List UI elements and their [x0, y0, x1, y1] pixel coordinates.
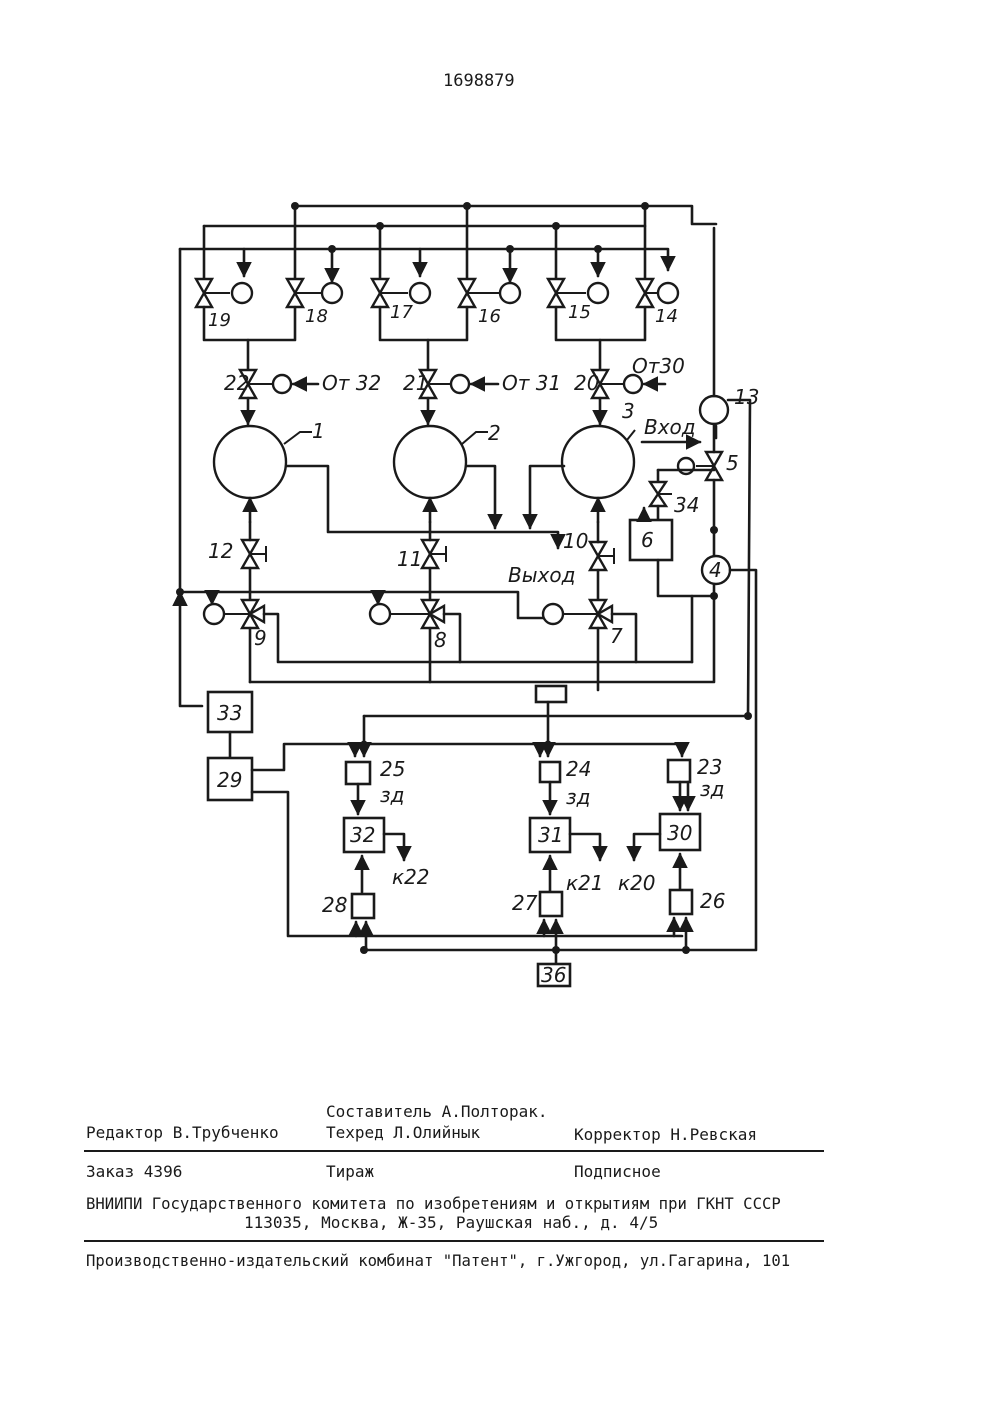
- label-11: 11: [397, 547, 422, 571]
- valve-7: [543, 600, 612, 628]
- unit-23: [668, 760, 690, 782]
- control-section: 33 29 25 24 23 зд зд зд: [180, 592, 752, 987]
- label-25: 25: [380, 757, 405, 781]
- three-way-valves: 9 8 7: [176, 584, 714, 690]
- label-17: 17: [390, 302, 413, 323]
- label-34: 34: [674, 493, 699, 517]
- vessels: 1 2 3: [214, 399, 635, 498]
- corrector: Корректор Н.Ревская: [574, 1126, 757, 1144]
- to-20: к20: [618, 871, 656, 895]
- address: 113035, Москва, Ж-35, Раушская наб., д. …: [244, 1214, 658, 1232]
- label-5: 5: [726, 451, 739, 475]
- set-23: зд: [700, 777, 724, 801]
- label-4: 4: [709, 558, 722, 582]
- valve-5: [678, 452, 722, 480]
- valve-9: [204, 600, 264, 628]
- unit-26: [670, 890, 692, 914]
- label-31: 31: [538, 823, 563, 847]
- valve-16: [459, 279, 520, 307]
- compiler: Составитель А.Полторак.: [326, 1103, 548, 1121]
- label-24: 24: [566, 757, 591, 781]
- valve-12: [242, 540, 266, 568]
- institute: ВНИИПИ Государственного комитета по изоб…: [86, 1195, 781, 1213]
- subscription: Подписное: [574, 1163, 661, 1181]
- label-14: 14: [655, 306, 678, 327]
- unit-27: [540, 892, 562, 916]
- from-32: От 32: [322, 371, 381, 395]
- unit-28: [352, 894, 374, 918]
- label-26: 26: [700, 889, 725, 913]
- label-33: 33: [217, 701, 242, 725]
- unit-25: [346, 762, 370, 784]
- label-6: 6: [641, 528, 654, 552]
- unit-24: [540, 762, 560, 782]
- rule-1: [84, 1150, 824, 1152]
- label-18: 18: [305, 306, 328, 327]
- label-23: 23: [697, 755, 722, 779]
- techred: Техред Л.Олийнык: [326, 1124, 480, 1142]
- label-16: 16: [478, 306, 501, 327]
- label-27: 27: [512, 891, 538, 915]
- process-schematic: 19 18 17 16 15 14 22 От 32 21 От 31 20 О…: [0, 0, 1000, 1060]
- valve-18: [287, 279, 342, 307]
- output-label: Выход: [508, 563, 575, 587]
- input-label: Вход: [644, 415, 696, 439]
- set-25: зд: [380, 783, 404, 807]
- unit-13: [700, 396, 728, 424]
- valve-10: [590, 542, 614, 570]
- label-12: 12: [208, 539, 233, 563]
- label-vessel-3: 3: [622, 399, 635, 423]
- label-vessel-1: 1: [312, 419, 325, 443]
- rule-2: [84, 1240, 824, 1242]
- label-29: 29: [217, 768, 242, 792]
- from-30: От30: [632, 354, 685, 378]
- order: Заказ 4396: [86, 1163, 182, 1181]
- label-9: 9: [254, 626, 267, 650]
- to-22: к22: [392, 865, 430, 889]
- editor: Редактор В.Трубченко: [86, 1124, 279, 1142]
- publisher: Производственно-издательский комбинат "П…: [86, 1252, 790, 1270]
- valve-19: [196, 279, 252, 307]
- circulation: Тираж: [326, 1163, 374, 1181]
- label-21: 21: [403, 371, 428, 395]
- vessel-2: [394, 426, 466, 498]
- inlet-valves: 22 От 32 21 От 31 20 От30: [224, 354, 685, 424]
- label-28: 28: [322, 893, 347, 917]
- unit-35: [536, 686, 566, 702]
- label-30: 30: [667, 821, 692, 845]
- from-31: От 31: [502, 371, 561, 395]
- label-36: 36: [541, 963, 566, 987]
- set-24: зд: [566, 785, 590, 809]
- label-20: 20: [574, 371, 599, 395]
- label-32: 32: [350, 823, 375, 847]
- label-22: 22: [224, 371, 249, 395]
- label-10: 10: [563, 529, 588, 553]
- valve-8: [370, 600, 444, 628]
- label-15: 15: [568, 302, 591, 323]
- label-19: 19: [208, 310, 231, 331]
- vessel-3: [562, 426, 634, 498]
- valve-34: [650, 482, 672, 506]
- valve-11: [422, 540, 446, 568]
- vessel-1: [214, 426, 286, 498]
- label-8: 8: [434, 628, 447, 652]
- label-13: 13: [734, 385, 759, 409]
- top-valve-bank: 19 18 17 16 15 14: [196, 279, 678, 370]
- label-vessel-2: 2: [488, 421, 501, 445]
- valve-14: [637, 279, 678, 307]
- to-21: к21: [566, 871, 604, 895]
- label-7: 7: [610, 624, 623, 648]
